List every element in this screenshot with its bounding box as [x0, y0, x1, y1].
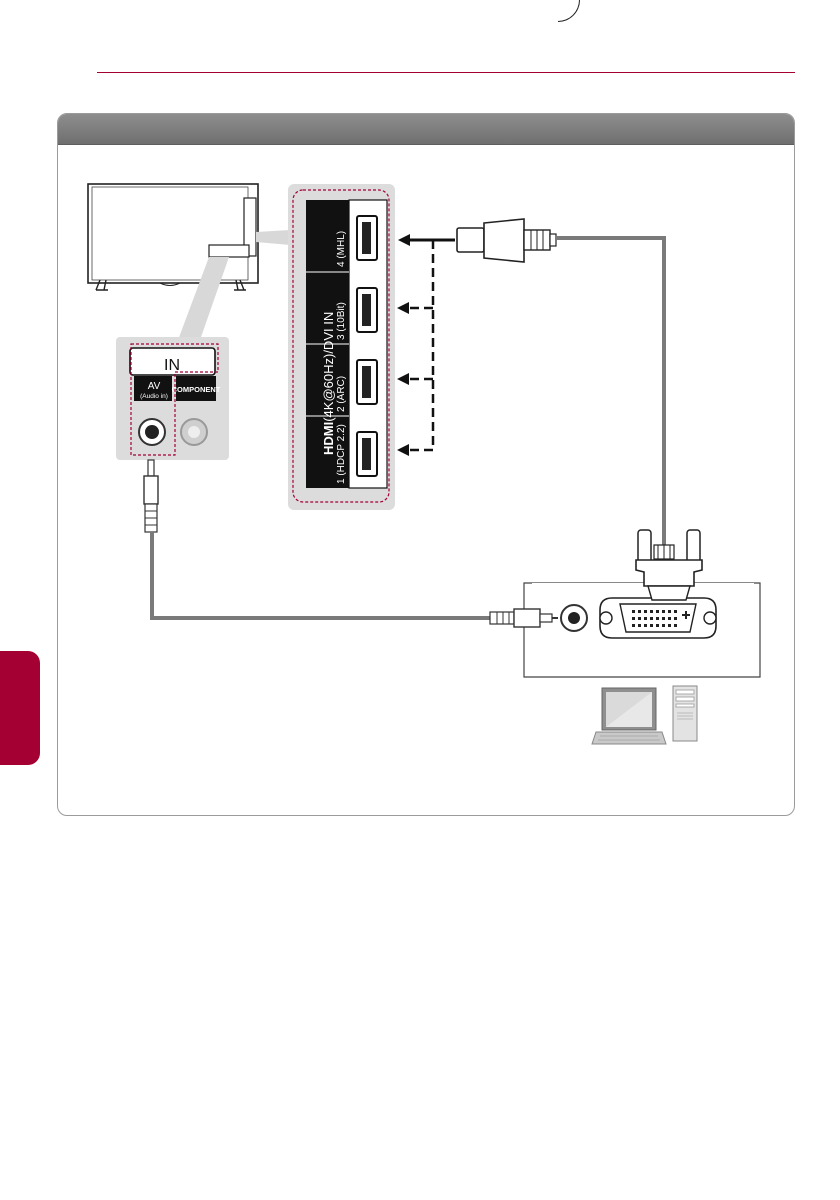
- hdmi-port-4-label: 4 (MHL): [336, 231, 347, 267]
- hdmi-callout-wedge: [256, 230, 290, 245]
- audio-jack-icon: [144, 460, 158, 532]
- svg-text:HDMI(4K@60Hz)/DVI IN: HDMI(4K@60Hz)/DVI IN: [321, 312, 336, 455]
- hdmi-label: (4K@60Hz)/DVI IN: [321, 312, 336, 422]
- desktop-tower-icon: [673, 686, 697, 741]
- laptop-icon: [592, 688, 666, 744]
- pc-back-panel: [524, 583, 760, 677]
- hdmi-dvi-cable: [556, 238, 664, 545]
- component-label: COMPONENT: [172, 385, 221, 394]
- av-label: AV: [148, 381, 161, 392]
- hdmi-port-1-label: 1 (HDCP 2.2): [336, 424, 347, 484]
- hdmi-logo: HDMI: [321, 422, 336, 455]
- hdmi-panel: HDMI(4K@60Hz)/DVI IN 1 (HDCP 2.2) 2 (ARC…: [288, 184, 395, 510]
- connection-arrows: [397, 234, 455, 456]
- tv-icon: [88, 184, 258, 290]
- hdmi-port-3-label: 3 (10Bit): [336, 302, 347, 340]
- hdmi-port-2-label: 2 (ARC): [336, 376, 347, 412]
- audio-in-label: (Audio in): [140, 393, 168, 400]
- audio-cable: [152, 532, 490, 618]
- hdmi-cable-icon: [457, 219, 556, 262]
- av-panel: IN AV (Audio in) COMPONENT: [116, 337, 229, 460]
